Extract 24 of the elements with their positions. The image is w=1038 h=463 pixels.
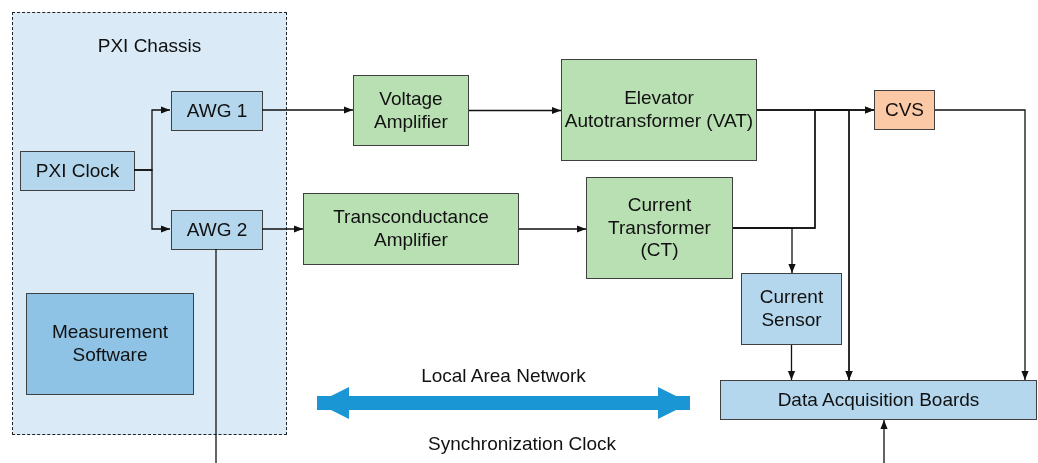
group-title: PXI Chassis (96, 35, 203, 58)
process-box: Elevator Autotransformer (VAT) (561, 59, 757, 161)
arrow (261, 106, 354, 114)
process-box: PXI Clock (20, 151, 135, 191)
process-box: Measurement Software (26, 293, 194, 395)
arrow (732, 109, 853, 381)
arrow (518, 225, 587, 233)
arrow (261, 225, 304, 233)
arrow (880, 419, 888, 463)
process-box: Data Acquisition Boards (720, 380, 1037, 420)
process-box: AWG 1 (171, 91, 263, 131)
arrow (133, 169, 171, 233)
process-box: Voltage Amplifier (353, 75, 469, 146)
arrow (934, 109, 1029, 381)
process-box: Transconductance Amplifier (303, 193, 519, 265)
connector-line (215, 248, 217, 463)
process-box: CVS (874, 90, 935, 130)
process-box: Current Transformer (CT) (586, 177, 733, 279)
arrow (468, 106, 562, 115)
double-arrow (317, 387, 690, 419)
arrow (787, 344, 796, 381)
process-box: AWG 2 (171, 210, 263, 250)
chassis-box (12, 12, 287, 435)
process-box: Current Sensor (741, 273, 842, 345)
